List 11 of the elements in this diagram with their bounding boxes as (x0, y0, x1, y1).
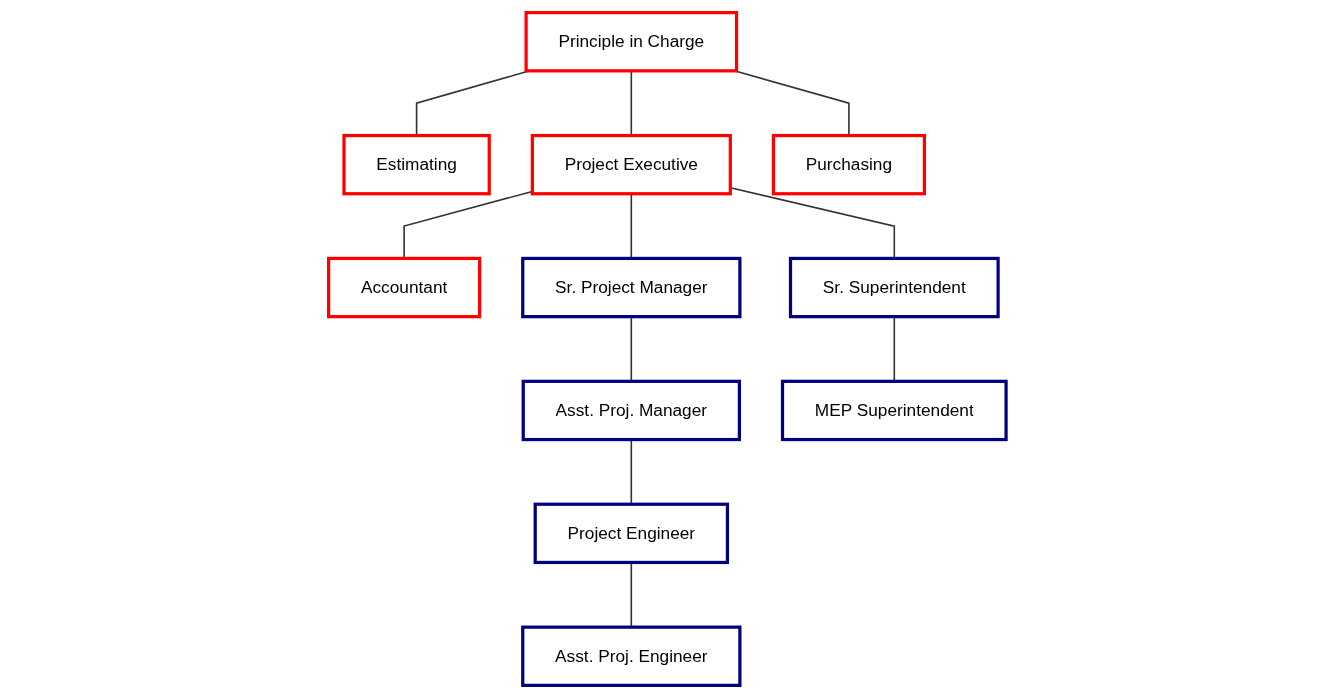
node-box: Sr. Project Manager (521, 256, 742, 319)
node-box: Project Executive (530, 133, 733, 196)
node-box: Accountant (327, 256, 482, 319)
node-box: Estimating (342, 133, 491, 196)
node-box: Sr. Superintendent (789, 256, 1000, 319)
node-box: Asst. Proj. Engineer (521, 625, 742, 687)
node-box: Project Engineer (533, 502, 730, 565)
node-box: Purchasing (771, 133, 927, 196)
node-box: MEP Superintendent (781, 379, 1008, 442)
node-box: Asst. Proj. Manager (521, 379, 742, 442)
node-box: Principle in Charge (524, 11, 739, 73)
